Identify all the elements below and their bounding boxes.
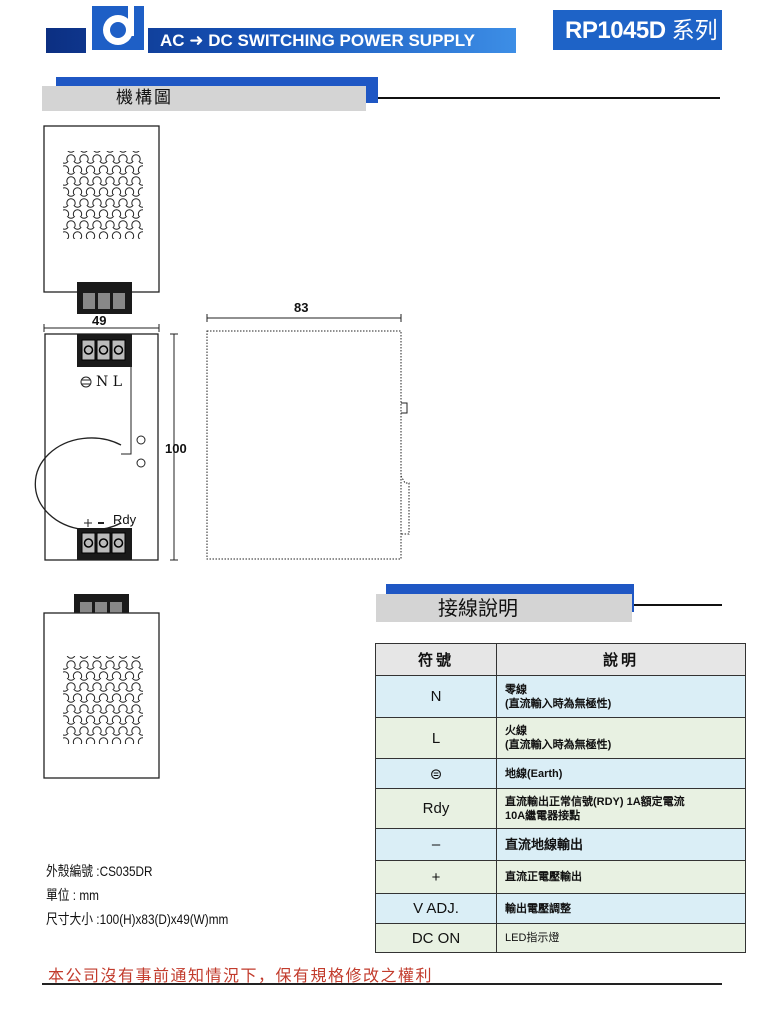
desc-line: (直流輸入時為無極性) bbox=[505, 739, 612, 751]
series-suffix: 系列 bbox=[671, 17, 718, 43]
pin-description: 地線(Earth) bbox=[496, 758, 746, 789]
side-view bbox=[206, 314, 410, 560]
mechanical-heading: 機構圖 bbox=[42, 86, 366, 111]
table-row: L 火線 (直流輸入時為無極性) bbox=[375, 717, 746, 759]
column-header-symbol: 符號 bbox=[375, 643, 497, 676]
pin-symbol: + bbox=[375, 860, 497, 894]
disclaimer: 本公司沒有事前通知情況下，保有規格修改之權利 bbox=[48, 966, 434, 985]
table-row: DC ON LED指示燈 bbox=[375, 923, 746, 953]
header-title: AC ➜ DC SWITCHING POWER SUPPLY bbox=[160, 31, 475, 50]
pin-description: 輸出電壓調整 bbox=[496, 893, 746, 924]
pin-symbol: – bbox=[375, 828, 497, 861]
unit-note: 單位 : mm bbox=[46, 887, 99, 903]
table-row: + 直流正電壓輸出 bbox=[375, 860, 746, 894]
pin-symbol: N bbox=[375, 675, 497, 718]
dim-width-label: 49 bbox=[92, 313, 107, 328]
table-row: V ADJ. 輸出電壓調整 bbox=[375, 893, 746, 924]
desc-line: LED指示燈 bbox=[505, 932, 560, 944]
table-header-row: 符號 說明 bbox=[375, 643, 746, 676]
dim-height-label: 100 bbox=[165, 441, 187, 456]
desc-line: 零線 bbox=[505, 683, 527, 696]
earth-ground-icon: ⊜ bbox=[375, 758, 497, 789]
pin-description: 直流輸出正常信號(RDY) 1A額定電流 10A繼電器接點 bbox=[496, 788, 746, 829]
footer-divider bbox=[42, 983, 722, 985]
height-dimension bbox=[170, 333, 178, 561]
pin-symbol: DC ON bbox=[375, 923, 497, 953]
desc-line: (直流輸入時為無極性) bbox=[505, 697, 612, 710]
desc-line: 直流輸出正常信號(RDY) 1A額定電流 bbox=[505, 795, 685, 808]
wiring-table: 符號 說明 N 零線 (直流輸入時為無極性) L 火線 (直流輸入時為無極性) … bbox=[375, 643, 746, 953]
section-divider bbox=[378, 97, 720, 99]
company-logo-icon bbox=[92, 6, 144, 50]
width-dimension bbox=[43, 324, 160, 332]
case-number-note: 外殼編號 :CS035DR bbox=[46, 863, 153, 879]
front-view bbox=[34, 333, 159, 561]
dim-depth-label: 83 bbox=[294, 300, 309, 315]
pin-description: 零線 (直流輸入時為無極性) bbox=[496, 675, 746, 718]
table-row: N 零線 (直流輸入時為無極性) bbox=[375, 675, 746, 718]
pin-description: LED指示燈 bbox=[496, 923, 746, 953]
pin-symbol: V ADJ. bbox=[375, 893, 497, 924]
table-row: – 直流地線輸出 bbox=[375, 828, 746, 861]
bottom-view bbox=[43, 594, 160, 779]
section-divider bbox=[634, 604, 722, 606]
wiring-heading: 接線說明 bbox=[376, 594, 632, 622]
pin-symbol: L bbox=[375, 717, 497, 759]
desc-line: 火線 bbox=[505, 725, 527, 737]
pin-description: 直流地線輸出 bbox=[496, 828, 746, 861]
pin-description: 直流正電壓輸出 bbox=[496, 860, 746, 894]
pin-symbol: Rdy bbox=[375, 788, 497, 829]
desc-line: 10A繼電器接點 bbox=[505, 809, 581, 822]
desc-line: 輸出電壓調整 bbox=[505, 902, 571, 915]
pin-description: 火線 (直流輸入時為無極性) bbox=[496, 717, 746, 759]
table-row: Rdy 直流輸出正常信號(RDY) 1A額定電流 10A繼電器接點 bbox=[375, 788, 746, 829]
terminal-label-rdy: Rdy bbox=[113, 512, 137, 527]
desc-line: 地線(Earth) bbox=[505, 767, 563, 780]
size-note: 尺寸大小 :100(H)x83(D)x49(W)mm bbox=[46, 911, 229, 927]
desc-line: 直流正電壓輸出 bbox=[505, 871, 582, 883]
column-header-description: 說明 bbox=[496, 643, 746, 676]
series-model: RP1045D bbox=[565, 17, 666, 44]
table-row: ⊜ 地線(Earth) bbox=[375, 758, 746, 789]
desc-line: 直流地線輸出 bbox=[505, 836, 584, 852]
top-view bbox=[43, 125, 160, 314]
terminal-label-top: N L bbox=[96, 374, 122, 390]
